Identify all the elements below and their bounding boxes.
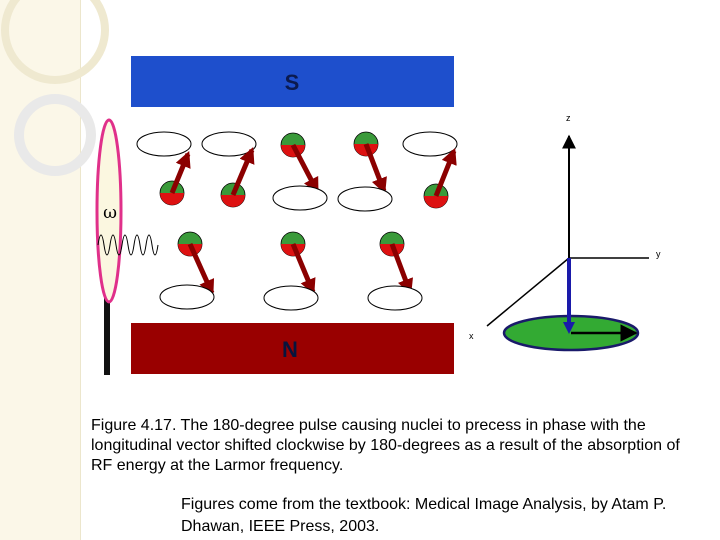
y-axis-label: y (656, 249, 661, 259)
figure-credit: Figures come from the textbook: Medical … (181, 496, 667, 535)
spin-nucleus (136, 131, 192, 206)
axes-diagram: z y x (469, 113, 661, 352)
spin-nucleus (159, 231, 215, 310)
figure-caption: Figure 4.17. The 180-degree pulse causin… (91, 417, 680, 474)
sidebar-divider (80, 0, 81, 540)
rf-coil (95, 118, 123, 304)
spin-row-2 (159, 231, 423, 311)
rf-wave (97, 234, 159, 256)
spin-nucleus (367, 231, 423, 311)
spin-nucleus (201, 131, 257, 208)
x-axis (486, 257, 570, 327)
decorative-circles (1, 0, 109, 176)
north-magnet-label: N (282, 337, 298, 362)
x-axis-label: x (469, 331, 474, 341)
coil-rod (104, 295, 110, 375)
spin-nucleus (337, 131, 393, 212)
slide-sidebar-background (0, 0, 80, 540)
spin-nucleus (272, 132, 328, 211)
mri-180-pulse-diagram: S N ω (95, 56, 661, 375)
spin-nucleus (263, 231, 319, 311)
south-magnet (131, 56, 454, 107)
spin-row-1 (136, 131, 458, 212)
omega-label: ω (103, 203, 117, 223)
z-axis-label: z (566, 113, 571, 123)
spin-nucleus (402, 131, 458, 209)
south-magnet-label: S (285, 70, 300, 95)
north-magnet (131, 323, 454, 374)
